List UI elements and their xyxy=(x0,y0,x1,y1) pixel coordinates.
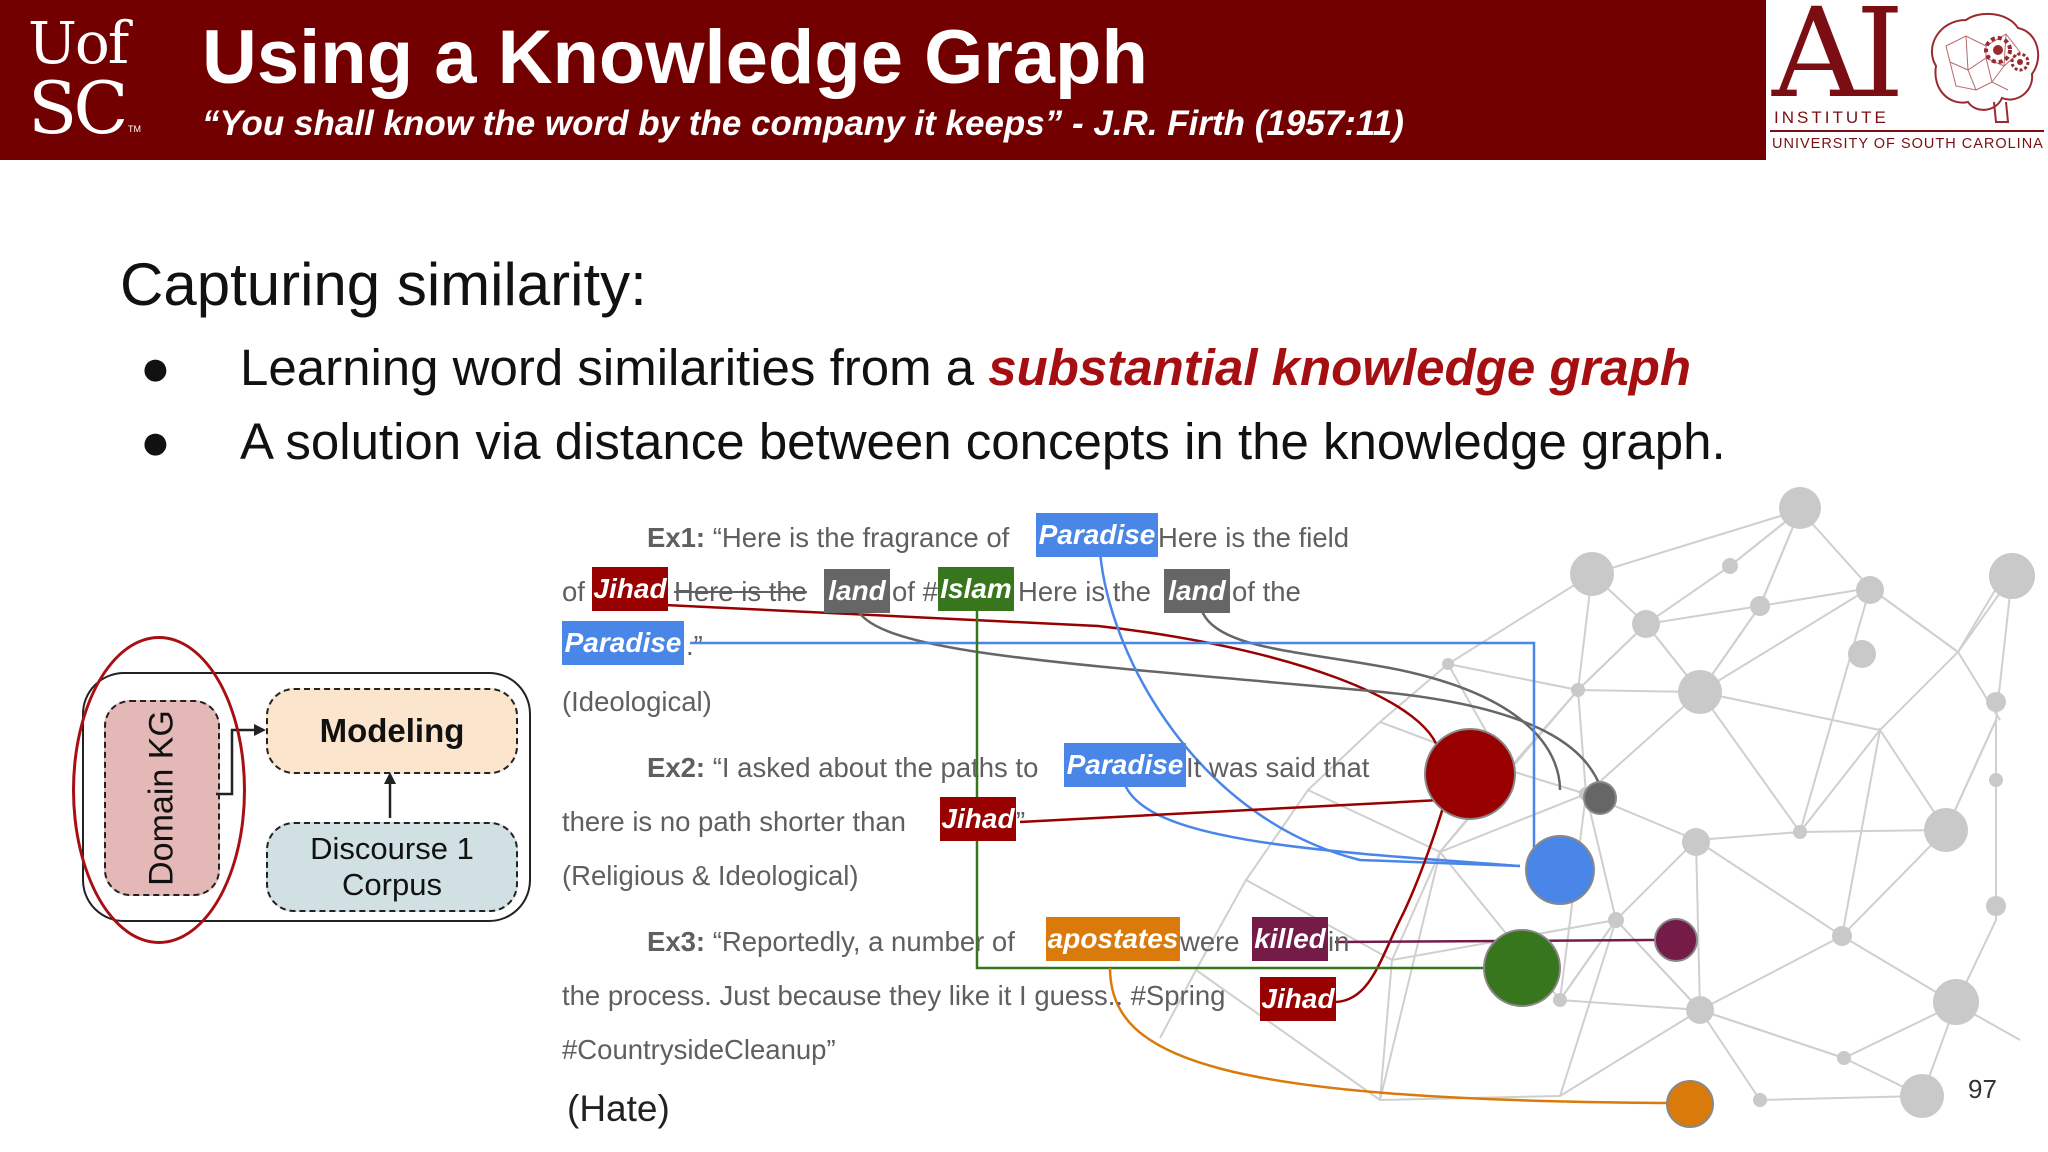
logo-line-2: SC xyxy=(28,66,128,150)
ex1-text-d: Here is the xyxy=(674,576,807,607)
ex1-label: Ex1: xyxy=(647,522,706,553)
bullet-item-1: ● Learning word similarities from a subst… xyxy=(140,338,1691,397)
concept-node-paradise xyxy=(1525,835,1595,905)
tag-jihad-3: Jihad xyxy=(1260,977,1336,1021)
discourse-label-line2: Corpus xyxy=(342,867,442,902)
uofsc-logo: Uof SC TM xyxy=(0,0,155,160)
ex1-text-g: of the xyxy=(1232,576,1301,607)
modeling-label: Modeling xyxy=(319,712,465,749)
discourse-label-line1: Discourse 1 xyxy=(310,831,474,867)
ex1-line1: Ex1: “Here is the fragrance of xyxy=(647,524,1009,552)
bullet-1-emphasis: substantial knowledge graph xyxy=(988,339,1692,396)
ex2-text-d: ” xyxy=(1016,806,1026,837)
brain-gears-icon xyxy=(1930,12,2040,123)
ai-logo-university: UNIVERSITY OF SOUTH CAROLINA xyxy=(1772,136,2044,152)
concept-node-apostates xyxy=(1666,1080,1714,1128)
tag-jihad: Jihad xyxy=(592,567,668,611)
ex2-text-c: there is no path shorter than xyxy=(562,806,906,837)
ex3-text-a: “Reportedly, a number of xyxy=(712,926,1015,957)
bullet-item-2: ● A solution via distance between concept… xyxy=(140,412,1726,471)
ex3-text-e: #CountrysideCleanup” xyxy=(562,1034,836,1065)
domain-kg-highlight-oval xyxy=(72,636,246,944)
ex1-text-b: Here is the field xyxy=(1158,522,1350,553)
bullet-2-text: A solution via distance between concepts… xyxy=(240,413,1726,470)
bullet-dot: ● xyxy=(140,413,171,470)
logo-trademark: TM xyxy=(128,124,141,134)
tag-land-2: land xyxy=(1164,569,1230,613)
bullet-dot: ● xyxy=(140,339,171,396)
slide-title: Using a Knowledge Graph xyxy=(202,15,1148,100)
page-number: 97 xyxy=(1968,1074,1997,1104)
tag-paradise: Paradise xyxy=(1036,513,1158,557)
concept-nodes xyxy=(1424,728,1714,1128)
ex3-label: Ex3: xyxy=(647,926,706,957)
tag-killed: killed xyxy=(1252,917,1328,961)
modeling-box: Modeling xyxy=(266,688,518,774)
concept-connectors xyxy=(664,551,1671,1105)
tag-islam: Islam xyxy=(938,567,1014,611)
graph-nodes xyxy=(1442,487,2035,1118)
ex1-text-h: .” xyxy=(686,630,703,661)
ex2-label: Ex2: xyxy=(647,752,706,783)
header-bar: Uof SC TM Using a Knowledge Graph “You s… xyxy=(0,0,2048,160)
ex2-text-b: It was said that xyxy=(1186,752,1370,783)
ex1-text-c: of xyxy=(562,576,585,607)
ex3-text-d: the process. Just because they like it I… xyxy=(562,980,1226,1011)
ex3-line1: Ex3: “Reportedly, a number of xyxy=(647,928,1015,956)
concept-node-land xyxy=(1583,781,1617,815)
section-heading: Capturing similarity: xyxy=(120,251,647,318)
concept-node-islam xyxy=(1483,929,1561,1007)
tag-paradise-3: Paradise xyxy=(1064,743,1186,787)
bullet-1-text: Learning word similarities from a xyxy=(240,339,989,396)
tag-apostates: apostates xyxy=(1046,917,1180,961)
tag-land: land xyxy=(824,569,890,613)
ex3-text-b: were xyxy=(1180,926,1240,957)
tag-jihad-2: Jihad xyxy=(940,797,1016,841)
ex1-text-a: “Here is the fragrance of xyxy=(712,522,1010,553)
concept-node-jihad xyxy=(1424,728,1516,820)
ex3-category: (Hate) xyxy=(567,1088,670,1129)
ex1-category: (Ideological) xyxy=(562,686,712,717)
ex3-text-c: in xyxy=(1328,926,1350,957)
ex2-category: (Religious & Ideological) xyxy=(562,860,859,891)
ex2-text-a: “I asked about the paths to xyxy=(712,752,1039,783)
concept-node-killed xyxy=(1654,918,1698,962)
tag-paradise-2: Paradise xyxy=(562,621,684,665)
ai-logo-text: AI xyxy=(1772,0,1905,126)
discourse-corpus-box: Discourse 1 Corpus xyxy=(266,822,518,912)
ai-logo-divider xyxy=(1770,130,2044,132)
ex1-text-e: of # xyxy=(892,576,938,607)
logo-line-1: Uof xyxy=(28,9,129,77)
ai-logo-institute: INSTITUTE xyxy=(1774,108,1889,127)
ex1-text-f: Here is the xyxy=(1018,576,1151,607)
ai-institute-logo: AI INSTITUTE UNIVERSITY OF SOUTH CAROLIN… xyxy=(1766,0,2048,160)
ex2-line1: Ex2: “I asked about the paths to xyxy=(647,754,1038,782)
slide-quote: “You shall know the word by the company … xyxy=(202,104,1404,143)
